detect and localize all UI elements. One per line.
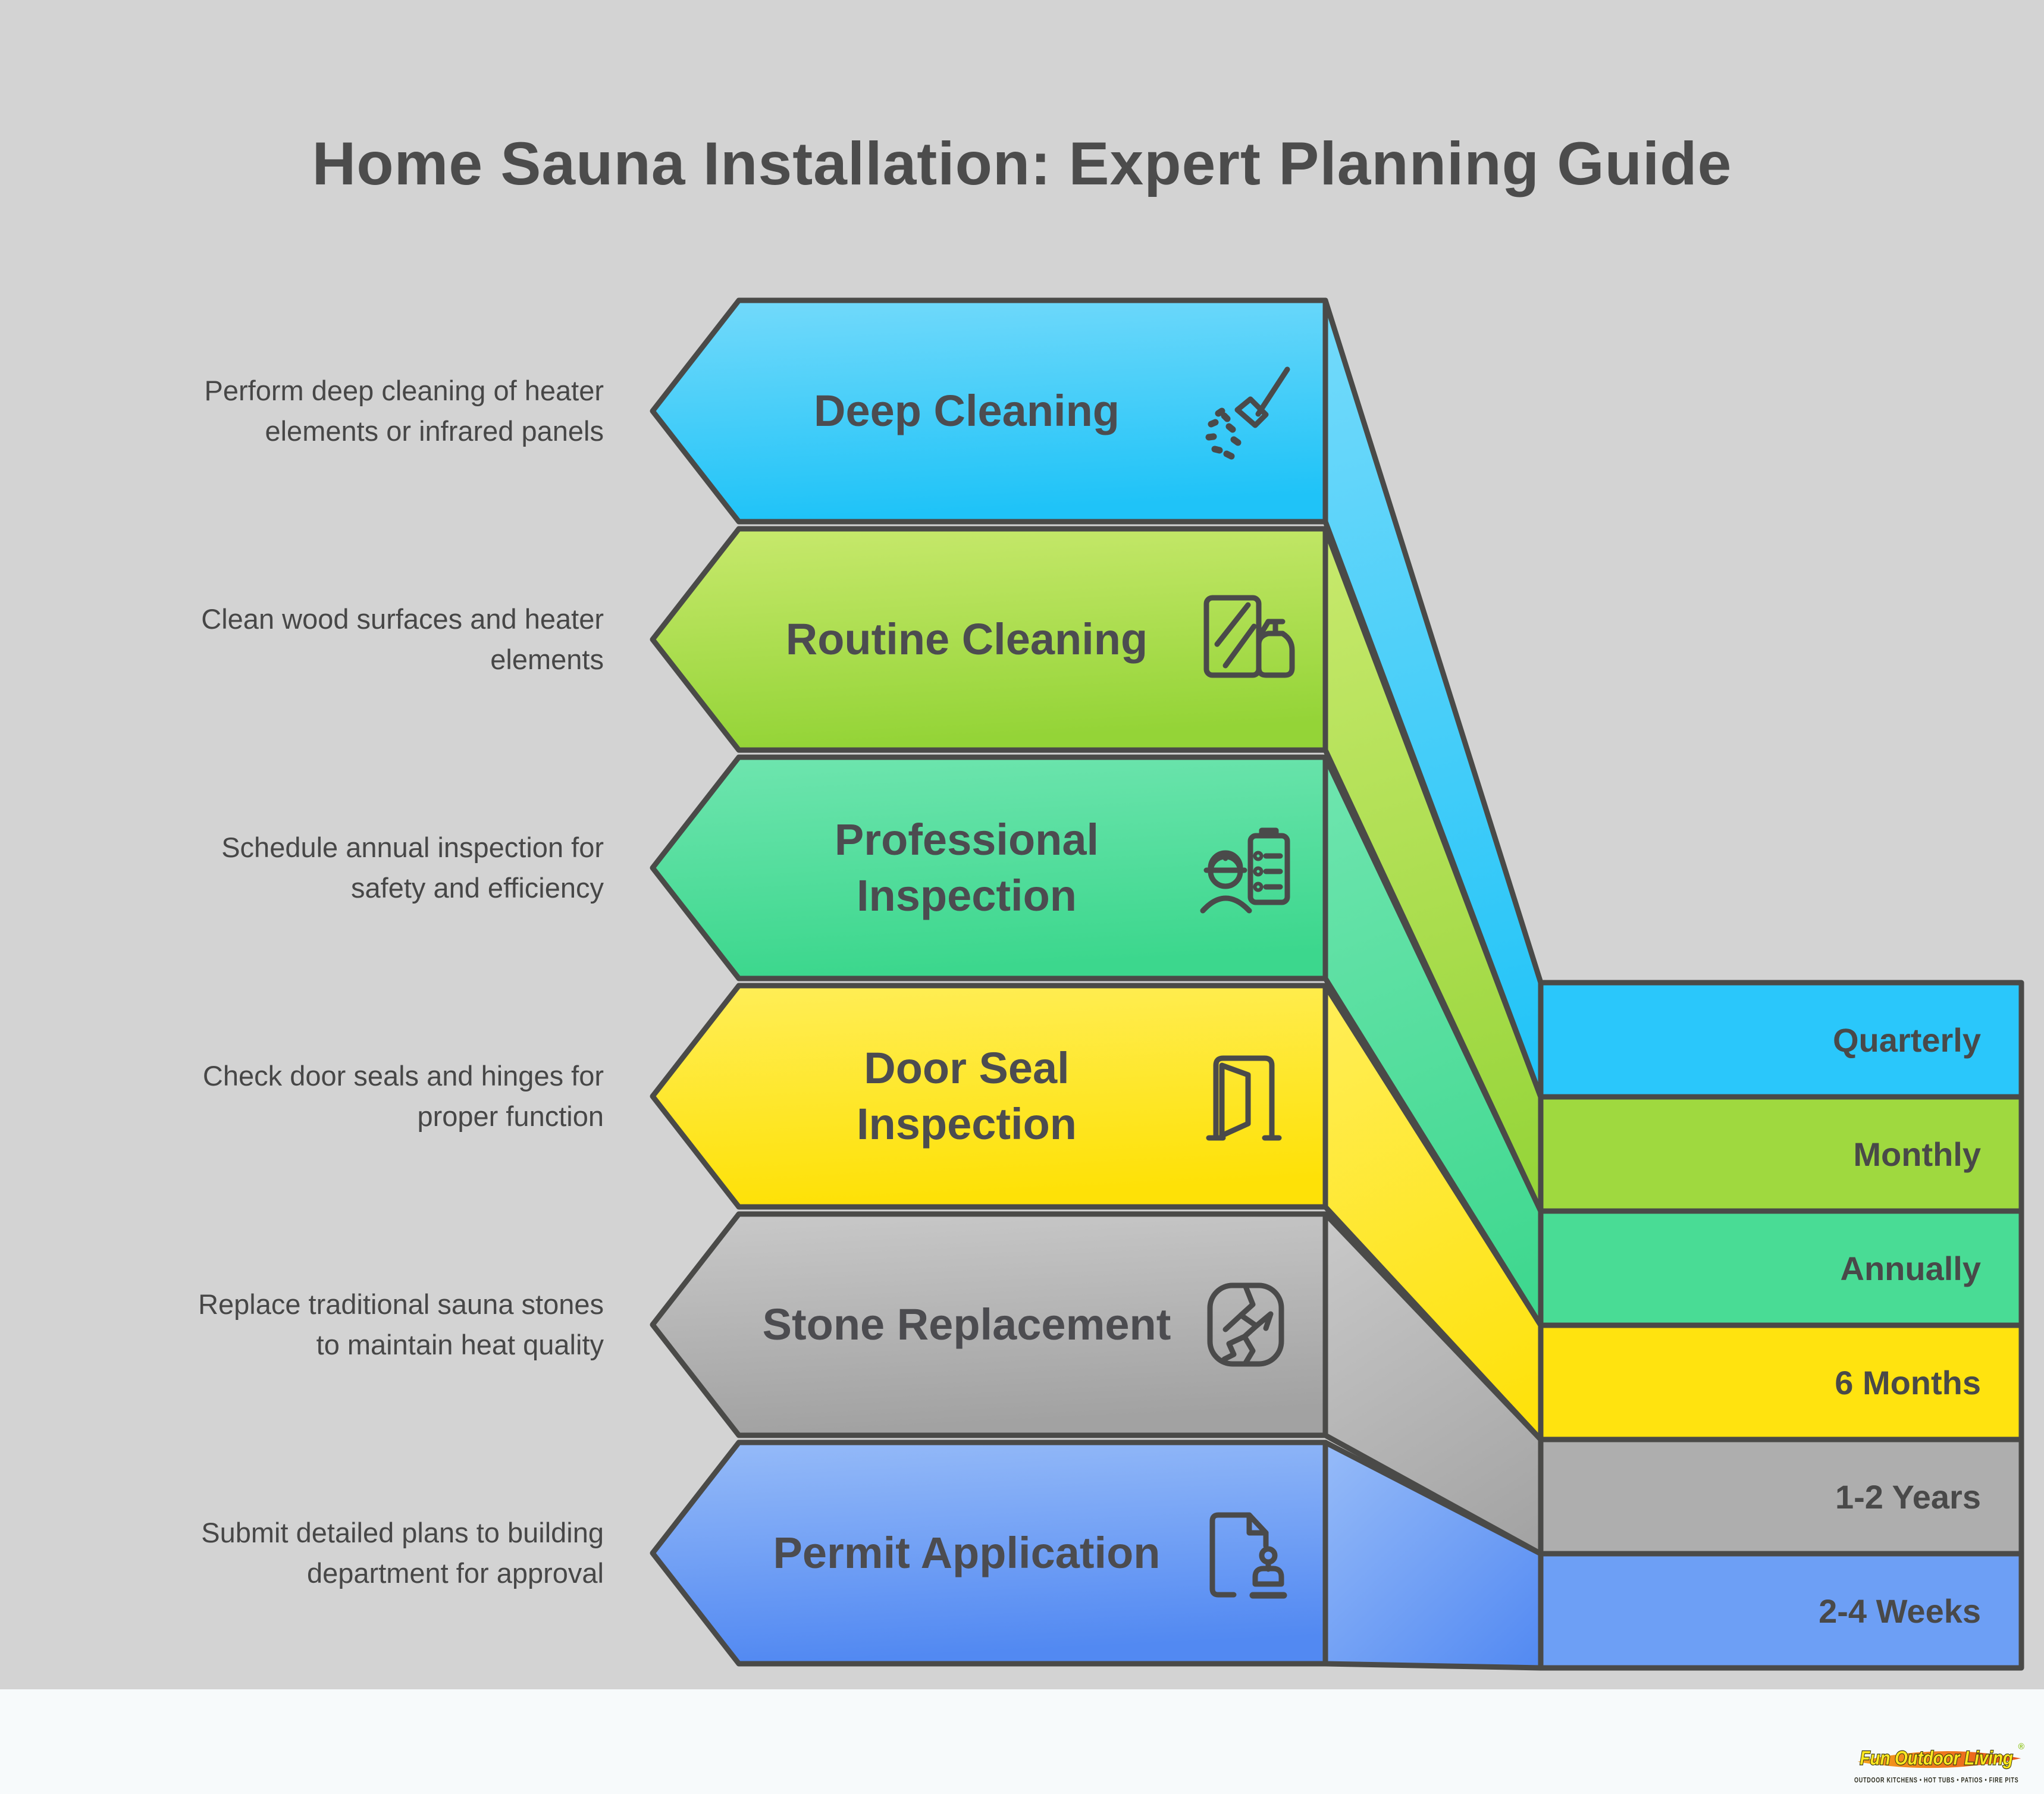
frequency-band-6 [1538,1551,2024,1671]
step-arrow-3 [650,754,1328,981]
step-label-line: Routine Cleaning [785,614,1148,664]
step-arrow-2 [650,526,1328,753]
step-description: Perform deep cleaning of heater elements… [36,357,604,465]
frequency-label-2-4-weeks: 2-4 Weeks [1819,1592,1981,1630]
page-title: Home Sauna Installation: Expert Planning… [312,129,1732,197]
step-description: Check door seals and hinges for proper f… [36,1043,604,1150]
step-label-line: Professional [834,815,1099,864]
step-label-line: Deep Cleaning [814,386,1120,435]
step-label-line: Stone Replacement [762,1300,1171,1349]
step-label-door-seal-inspection: Door Seal Inspection [755,1037,1178,1156]
step-label-professional-inspection: Professional Inspection [755,808,1178,927]
step-label-line: Permit Application [773,1528,1161,1577]
step-arrow-4 [650,983,1328,1210]
step-description-line: Clean wood surfaces and heater [201,603,604,635]
document-stamp-icon [1209,1512,1287,1599]
step-description-line: Perform deep cleaning of heater [204,375,604,406]
footer-strip [0,1689,2044,1794]
step-label-deep-cleaning: Deep Cleaning [755,352,1178,471]
logo-tagline: OUTDOOR KITCHENS • HOT TUBS • PATIOS • F… [1854,1777,2018,1784]
frequency-label-annually: Annually [1840,1249,1981,1287]
step-description-line: Check door seals and hinges for [202,1060,604,1092]
step-description-line: department for approval [306,1557,604,1589]
frequency-band-3 [1538,1208,2024,1328]
step-arrow-1 [650,297,1328,525]
step-description-line: elements [490,644,604,675]
frequency-label-quarterly: Quarterly [1833,1021,1981,1059]
frequency-band-5 [1538,1437,2024,1557]
step-description-line: safety and efficiency [351,872,604,904]
window-spray-icon [1203,595,1295,678]
step-label-permit-application: Permit Application [755,1494,1178,1613]
step-description-line: to maintain heat quality [316,1329,604,1360]
step-description-line: Submit detailed plans to building [201,1517,604,1548]
step-label-stone-replacement: Stone Replacement [755,1265,1178,1384]
step-description-line: elements or infrared panels [265,415,604,447]
step-description: Submit detailed plans to building depart… [36,1500,604,1607]
frequency-label-6-months: 6 Months [1835,1363,1981,1401]
step-description-line: proper function [417,1100,604,1132]
door-frame-icon [1206,1055,1282,1141]
step-label-line: Door Seal [864,1043,1070,1093]
step-label-line: Inspection [856,1099,1077,1149]
step-description-line: Schedule annual inspection for [221,832,604,863]
scrub-brush-icon [1205,366,1290,460]
logo-registered-mark: ® [2018,1742,2024,1752]
logo-swoosh [1857,1751,2021,1768]
frequency-band-4 [1538,1322,2024,1442]
step-label-routine-cleaning: Routine Cleaning [755,580,1178,699]
step-description-line: Replace traditional sauna stones [198,1288,604,1320]
frequency-label-monthly: Monthly [1853,1135,1981,1173]
step-arrow-5 [650,1211,1328,1438]
frequency-label-1-2-years: 1-2 Years [1835,1478,1981,1516]
inspector-clipboard-icon [1200,827,1290,914]
step-description: Replace traditional sauna stones to main… [36,1271,604,1378]
step-arrow-6 [650,1439,1328,1667]
step-description: Clean wood surfaces and heater elements [36,586,604,693]
step-label-line: Inspection [856,871,1077,920]
brand-logo: Fun Outdoor Living ® OUTDOOR KITCHENS • … [1854,1742,2025,1784]
cracked-stone-icon [1207,1282,1284,1367]
logo-brand-text: Fun Outdoor Living [1860,1747,2013,1769]
frequency-band-2 [1538,1094,2024,1214]
step-description: Schedule annual inspection for safety an… [36,814,604,921]
frequency-band-1 [1538,980,2024,1100]
